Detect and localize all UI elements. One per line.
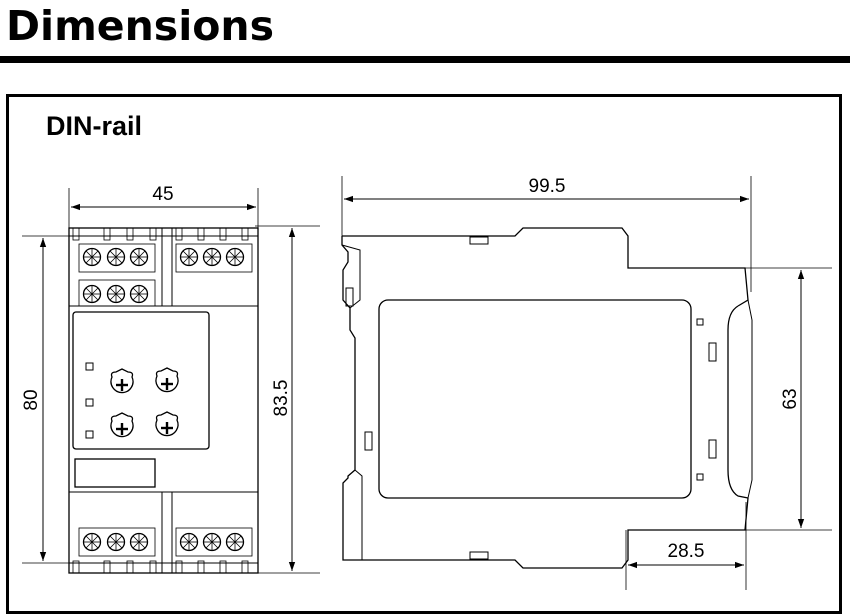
terminal-screw-icon	[129, 284, 149, 304]
terminal-screw-icon	[179, 532, 199, 552]
adjustment-knob-icon	[109, 367, 135, 394]
terminal-screw-icon	[82, 284, 102, 304]
terminal-screw-icon	[82, 532, 102, 552]
height-80-label: 80	[21, 389, 42, 410]
title-underline	[0, 56, 850, 63]
section-title: DIN-rail	[46, 111, 143, 141]
terminal-screw-icon	[225, 532, 245, 552]
adjustment-knob-icon	[154, 366, 180, 393]
rail-offset-label: 28.5	[668, 541, 705, 562]
indicator-led	[85, 398, 94, 407]
terminal-screw-icon	[129, 247, 149, 267]
terminal-screw-icon	[106, 247, 126, 267]
label-window	[74, 458, 156, 488]
terminal-screw-icon	[129, 532, 149, 552]
terminal-screw-icon	[106, 532, 126, 552]
width-label: 45	[152, 184, 173, 205]
terminal-screw-icon	[202, 247, 222, 267]
terminal-screw-icon	[225, 247, 245, 267]
front-view: 45 80 83.5	[21, 184, 320, 574]
adjustment-knob-icon	[154, 410, 180, 437]
rail-height-label: 63	[780, 388, 801, 409]
depth-label: 99.5	[529, 176, 566, 197]
side-label-area	[378, 299, 692, 499]
indicator-led	[85, 430, 94, 439]
terminal-screw-icon	[179, 247, 199, 267]
adjustment-knob-icon	[109, 411, 135, 438]
terminal-screw-icon	[82, 247, 102, 267]
side-view: 99.5 63 28.5	[341, 176, 832, 590]
terminal-screw-icon	[202, 532, 222, 552]
page-title: Dimensions	[6, 2, 275, 50]
front-panel	[72, 311, 210, 450]
height-83-5-label: 83.5	[271, 380, 292, 417]
indicator-led	[85, 362, 94, 371]
terminal-screw-icon	[106, 284, 126, 304]
